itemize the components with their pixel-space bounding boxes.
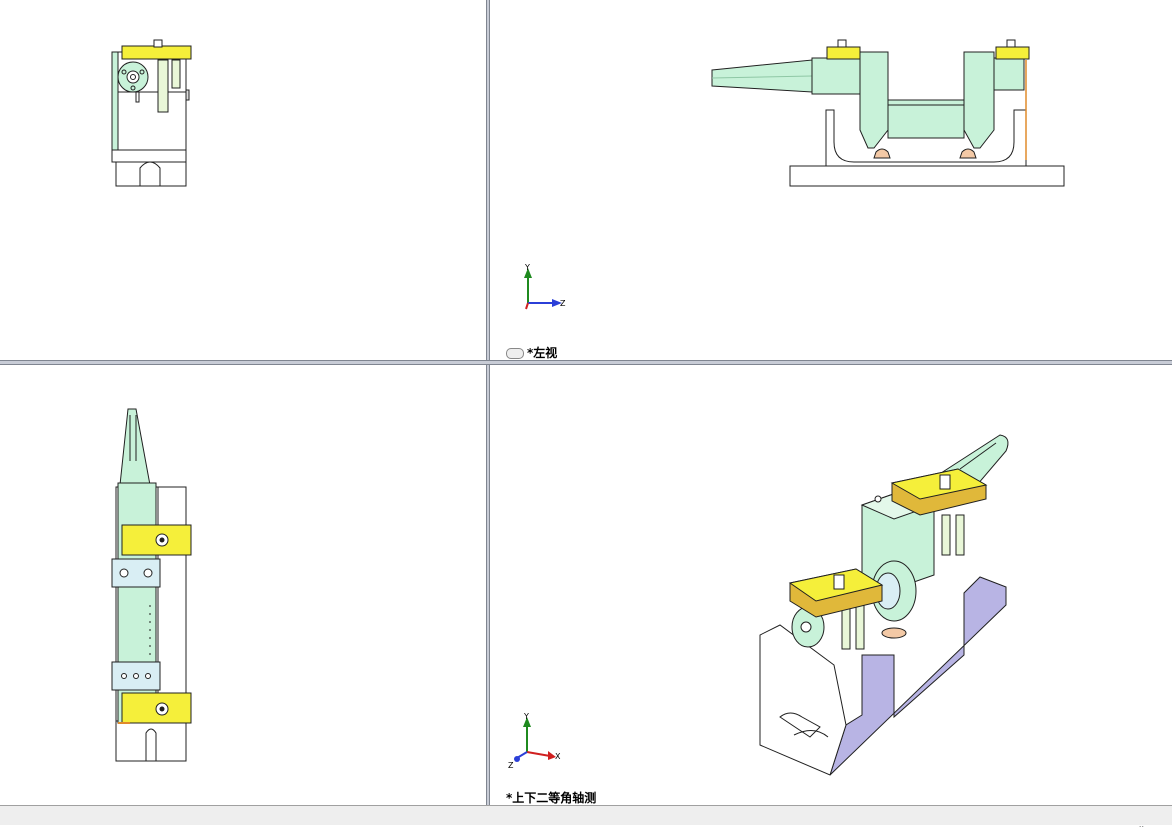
viewport-left[interactable]: Y Z *左视 (490, 0, 1172, 360)
clamp-right (995, 46, 1030, 60)
base-profile (789, 109, 1065, 187)
top-view-drawing (111, 408, 192, 762)
base-block (115, 159, 187, 187)
viewport-top[interactable] (0, 365, 486, 805)
viewport-splitter-horizontal[interactable] (0, 360, 1172, 365)
axis-triad: Y X Z (508, 712, 561, 770)
axis-triad: Y Z (524, 263, 566, 310)
collar-upper (111, 558, 161, 588)
clamp-left (826, 46, 861, 60)
axis-z-label: Z (508, 761, 514, 770)
isometric-drawing: Y X Z (508, 434, 1009, 776)
pad-left (873, 148, 891, 159)
shaft-journal-right (993, 57, 1025, 91)
clamp-arm (157, 59, 169, 113)
base-side-face (829, 576, 1007, 776)
shaft-center (887, 99, 965, 139)
viewport-splitter-vertical[interactable] (486, 0, 490, 805)
status-bar: .. (0, 805, 1172, 829)
clamp-arm-2 (171, 59, 181, 89)
clamp-plate (121, 45, 192, 60)
viewport-isometric[interactable]: Y X Z *上下二等角轴测 (490, 365, 1172, 805)
base-front-block (759, 624, 847, 776)
support-left (859, 51, 889, 149)
axis-y-label: Y (523, 712, 529, 721)
pad-right (959, 148, 977, 159)
axis-x-label: X (555, 752, 561, 761)
viewport-front[interactable] (0, 0, 486, 360)
view-label-text: *左视 (527, 346, 558, 360)
shaft-edge (111, 51, 119, 151)
view-label-left: *左视 (506, 344, 557, 360)
base-slot (145, 728, 157, 761)
view-label-isometric: *上下二等角轴测 (506, 791, 597, 805)
clamp-bolt (153, 39, 163, 48)
left-view-drawing: Y Z (524, 39, 1065, 310)
support-right (963, 51, 995, 149)
shaft-journal-left (811, 57, 861, 95)
view-badge-icon (506, 348, 524, 359)
pad (881, 627, 907, 639)
axis-z-label: Z (560, 299, 566, 308)
front-view-drawing (111, 39, 192, 187)
axis-y-label: Y (524, 263, 530, 272)
shaft-taper (119, 408, 151, 486)
